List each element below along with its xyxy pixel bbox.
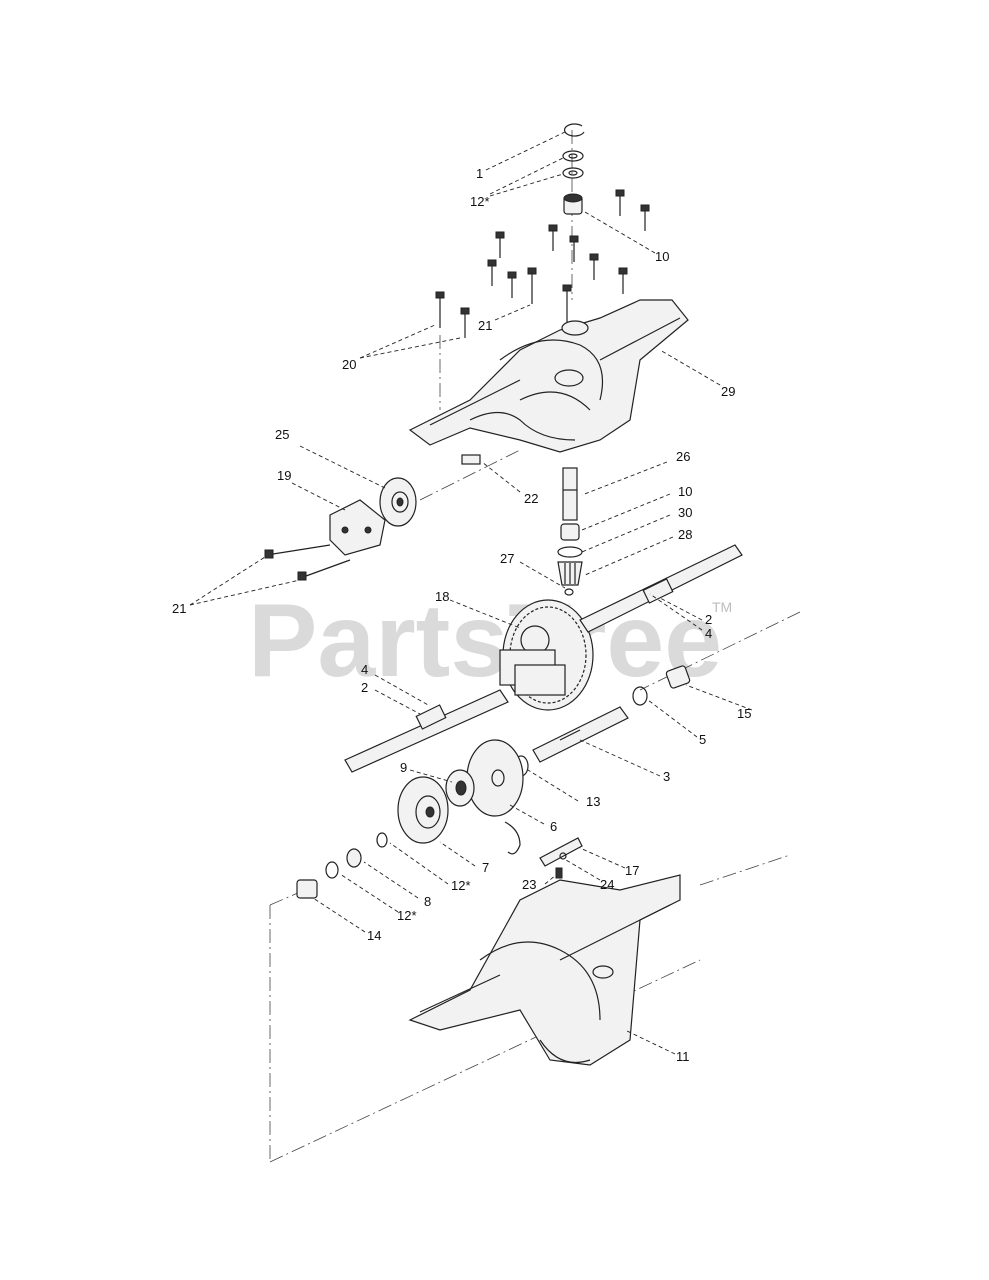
callout-labels: 1 12* 10 21 20 29 25 26 19 10 30 22 28 2…: [172, 166, 751, 1064]
part-12-washer-lowest: [325, 861, 339, 879]
callout-10-top: 10: [655, 249, 669, 264]
callout-19: 19: [277, 468, 291, 483]
watermark-trademark: TM: [712, 599, 732, 615]
part-19-bracket: [329, 499, 386, 556]
part-24-ball: [559, 852, 567, 860]
callout-25: 25: [275, 427, 289, 442]
part-5-washer: [632, 686, 648, 706]
callout-4-right: 4: [705, 626, 712, 641]
part-12-washers-top: [562, 150, 584, 179]
callout-21-bottom: 21: [172, 601, 186, 616]
axle-right: [579, 544, 743, 633]
leader-lines: [189, 131, 753, 1055]
part-1-retaining-ring: [563, 123, 585, 137]
part-10-bearing-top: [563, 193, 583, 215]
callout-17: 17: [625, 863, 639, 878]
callout-4-left: 4: [361, 662, 368, 677]
callout-2-left: 2: [361, 680, 368, 695]
callout-20: 20: [342, 357, 356, 372]
part-27-ring: [564, 588, 574, 596]
callout-9: 9: [400, 760, 407, 775]
part-18-differential-gear: [499, 599, 594, 711]
callout-10-mid: 10: [678, 484, 692, 499]
bolts-upper: [435, 189, 650, 338]
part-11-lower-housing: [408, 874, 681, 1066]
callout-15: 15: [737, 706, 751, 721]
part-3-shaft: [532, 706, 629, 763]
callout-8: 8: [424, 894, 431, 909]
part-9-bearing: [445, 769, 475, 807]
callout-13: 13: [586, 794, 600, 809]
callout-7: 7: [482, 860, 489, 875]
callout-14: 14: [367, 928, 381, 943]
part-15-bushing: [665, 665, 691, 689]
callout-23: 23: [522, 877, 536, 892]
callout-11: 11: [676, 1049, 690, 1064]
callout-5: 5: [699, 732, 706, 747]
callout-18: 18: [435, 589, 449, 604]
callout-27: 27: [500, 551, 514, 566]
callout-12-top: 12*: [470, 194, 490, 209]
part-12-washer-lower: [376, 832, 388, 848]
callout-2-right: 2: [705, 612, 712, 627]
part-8-spacer: [346, 848, 362, 868]
part-7-pulley: [397, 776, 449, 844]
callout-1: 1: [476, 166, 483, 181]
callout-26: 26: [676, 449, 690, 464]
part-28-bevel-gear: [557, 561, 583, 586]
callout-6: 6: [550, 819, 557, 834]
part-23-pin: [555, 867, 563, 879]
callout-3: 3: [663, 769, 670, 784]
centerline-left-top: [269, 891, 301, 906]
part-14-bushing: [296, 879, 318, 899]
centerline-right-lower: [699, 854, 791, 886]
part-17-shift-fork: [504, 821, 583, 867]
callout-29: 29: [721, 384, 735, 399]
callout-21-top: 21: [478, 318, 492, 333]
callout-24: 24: [600, 877, 614, 892]
callout-28: 28: [678, 527, 692, 542]
part-30-washer: [557, 546, 583, 558]
part-6-disc: [466, 739, 524, 817]
part-26-input-shaft: [562, 467, 578, 521]
part-25-disc: [379, 477, 417, 527]
callout-12-mid: 12*: [451, 878, 471, 893]
centerline-input: [419, 449, 521, 501]
part-10-bearing-mid: [560, 523, 580, 541]
callout-22: 22: [524, 491, 538, 506]
centerline-right-axle: [639, 611, 801, 691]
callout-12-bottom: 12*: [397, 908, 417, 923]
part-21-lower-bolts: [264, 544, 351, 581]
part-22-key: [461, 454, 481, 465]
part-29-upper-housing: [408, 299, 689, 453]
callout-30: 30: [678, 505, 692, 520]
axle-left: [344, 689, 509, 773]
